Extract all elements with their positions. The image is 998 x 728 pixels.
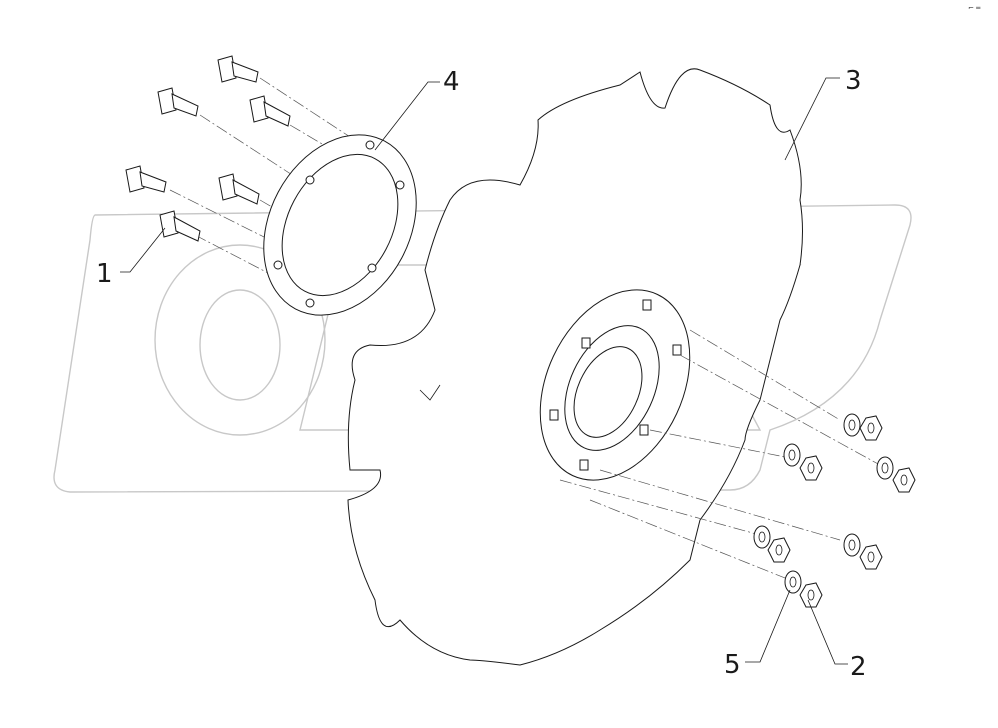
bolt: [125, 165, 167, 193]
bolt: [249, 95, 291, 127]
callout-3: 3: [845, 66, 862, 96]
washer: [783, 443, 801, 467]
disc-blade: [347, 68, 803, 666]
nut: [892, 467, 916, 493]
corner-mark: ⌐ ═: [968, 4, 981, 12]
nut: [767, 537, 791, 563]
callout-1: 1: [96, 259, 113, 289]
washer: [753, 525, 771, 549]
washer: [843, 413, 861, 437]
bolt: [217, 55, 259, 83]
leader-lines: [120, 77, 848, 665]
callout-5: 5: [724, 650, 741, 680]
callout-2: 2: [850, 652, 867, 682]
bolt: [157, 87, 199, 117]
washer: [843, 533, 861, 557]
nut: [799, 455, 823, 481]
bolt: [159, 210, 201, 242]
bolt: [218, 173, 260, 205]
washer: [876, 456, 894, 480]
nut: [859, 544, 883, 570]
nut: [799, 582, 823, 608]
flange-ring: [263, 134, 417, 316]
washer: [784, 570, 802, 594]
nut: [859, 415, 883, 441]
callout-4: 4: [443, 67, 460, 97]
